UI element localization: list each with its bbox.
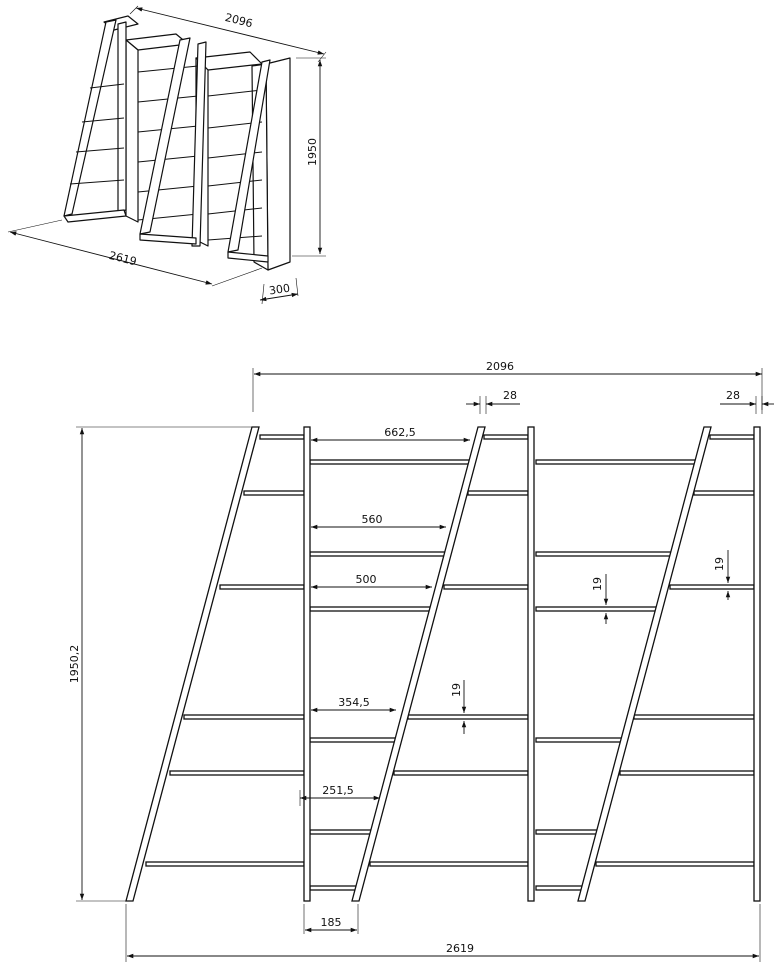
- front-dimensions: 2096 28 28 1950,2 662,5 560: [68, 360, 774, 962]
- panel-left-label: 28: [503, 389, 517, 402]
- shelves: [145, 434, 755, 891]
- isometric-view: 2096 1950 2619 300: [7, 5, 327, 305]
- iso-column-left: [63, 15, 139, 223]
- iso-depth-label: 300: [268, 282, 291, 298]
- shelf-d-label: 354,5: [338, 696, 370, 709]
- front-elevation: 2096 28 28 1950,2 662,5 560: [68, 360, 774, 962]
- iso-dimensions: 2096 1950 2619 300: [7, 5, 327, 305]
- iso-side-panel: [265, 57, 291, 271]
- iso-width-label: 2096: [224, 11, 254, 30]
- iso-total-width-label: 2619: [108, 249, 138, 268]
- thickness-a-label: 19: [450, 683, 463, 697]
- inner-width-label: 2096: [486, 360, 514, 373]
- vertical-panels: [303, 426, 761, 902]
- total-width-label: 2619: [446, 942, 474, 955]
- shelf-e-label: 251,5: [322, 784, 354, 797]
- panel-right-label: 28: [726, 389, 740, 402]
- iso-height-label: 1950: [306, 138, 319, 166]
- thickness-b-label: 19: [591, 577, 604, 591]
- height-label: 1950,2: [68, 645, 81, 684]
- shelf-b-label: 560: [362, 513, 383, 526]
- shelf-a-label: 662,5: [384, 426, 416, 439]
- foot-width-label: 185: [321, 916, 342, 929]
- slanted-panels: [125, 426, 712, 902]
- thickness-c-label: 19: [713, 557, 726, 571]
- shelf-c-label: 500: [356, 573, 377, 586]
- iso-column-middle: [125, 33, 207, 247]
